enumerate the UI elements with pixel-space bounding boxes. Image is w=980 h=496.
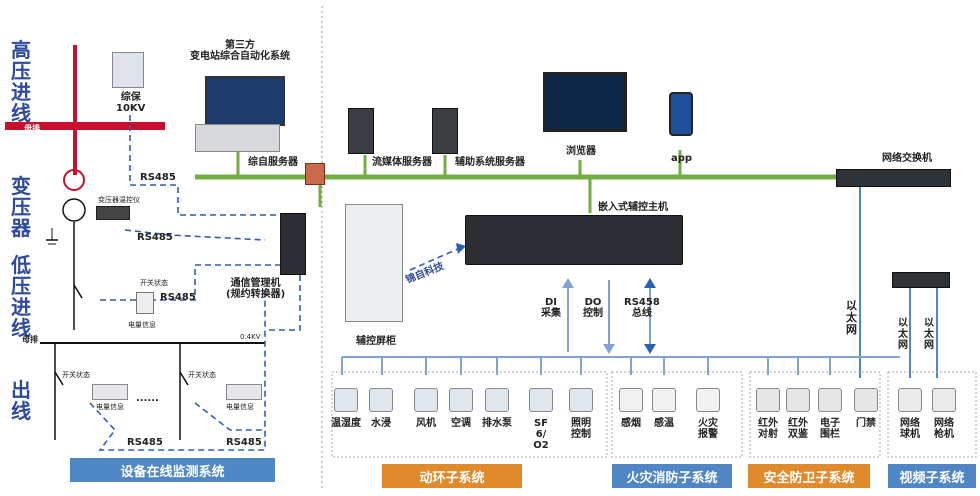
meter-icon-2 <box>92 384 128 400</box>
video-device-icon <box>932 388 956 412</box>
ethernet-label: 以 太 网 <box>846 299 857 337</box>
network-switch-label: 网络交换机 <box>882 153 932 164</box>
security-device-label: 红外 双鉴 <box>788 418 808 440</box>
ethernet-label-2: 以 太 网 <box>898 318 908 351</box>
power-info-2: 电量信息 <box>96 403 124 411</box>
security-device-icon <box>818 388 842 412</box>
env-device-label: 水浸 <box>371 418 391 429</box>
env-device-icon <box>529 388 553 412</box>
env-device-label: 照明 控制 <box>571 418 591 440</box>
monitoring-system-banner: 设备在线监测系统 <box>70 458 275 482</box>
hv-busbar <box>5 122 165 130</box>
comm-manager-icon <box>280 213 306 275</box>
rs485-label-3: RS485 <box>160 292 196 303</box>
fire-banner: 火灾消防子系统 <box>612 464 732 488</box>
lv-in-title: 低压进线 <box>11 253 31 340</box>
rs485-label-5: RS485 <box>226 437 262 448</box>
security-device-label: 红外 对射 <box>758 418 778 440</box>
poe-switch-icon <box>892 272 950 288</box>
monitor-icon <box>205 76 285 126</box>
video-device-icon <box>898 388 922 412</box>
aux-server-label: 辅助系统服务器 <box>455 157 525 168</box>
env-device-label: 空调 <box>451 418 471 429</box>
lv-busbar-label: 母排 <box>22 335 38 344</box>
third-party-label: 第三方 变电站综合自动化系统 <box>190 40 290 62</box>
app-label: app <box>671 153 693 164</box>
env-device-label: 温湿度 <box>331 418 361 429</box>
outgoing-title: 出线 <box>11 378 31 423</box>
power-info-1: 电量信息 <box>128 321 156 329</box>
security-device-label: 电子 围栏 <box>820 418 840 440</box>
hv-in-title: 高压进线 <box>11 38 31 125</box>
env-device-icon <box>334 388 358 412</box>
di-label: DI 采集 <box>541 297 561 319</box>
fire-device-label: 感烟 <box>621 418 641 429</box>
video-device-label: 网络 枪机 <box>934 418 954 440</box>
streaming-server-icon <box>348 108 374 154</box>
env-device-label: 排水泵 <box>482 418 512 429</box>
switch-state-3: 开关状态 <box>188 371 216 379</box>
cabinet-icon <box>345 204 403 322</box>
aux-server-icon <box>432 108 458 154</box>
comm-manager-label: 通信管理机 (规约转换器) <box>226 278 286 300</box>
meter-icon <box>136 292 154 314</box>
env-device-label: 风机 <box>416 418 436 429</box>
ellipsis: ...... <box>136 393 159 404</box>
hv-busbar-label: 母排 <box>24 124 40 133</box>
phone-icon <box>669 92 693 136</box>
do-label: DO 控制 <box>583 297 603 319</box>
temp-ctrl-label: 变压器温控仪 <box>98 196 140 204</box>
fire-device-icon <box>652 388 676 412</box>
relay-device-icon <box>112 52 144 88</box>
rs485-label-4: RS485 <box>127 437 163 448</box>
env-device-icon <box>485 388 509 412</box>
power-info-3: 电量信息 <box>226 403 254 411</box>
fire-device-label: 感温 <box>654 418 674 429</box>
security-device-icon <box>756 388 780 412</box>
rs458-label: RS458 总线 <box>624 297 660 319</box>
temp-ctrl-device-icon <box>96 206 130 220</box>
server-chassis-icon <box>195 124 280 152</box>
firewall-icon <box>305 163 325 185</box>
fire-device-icon <box>696 388 720 412</box>
rs485-label-2: RS485 <box>137 232 173 243</box>
security-device-label: 门禁 <box>856 418 876 429</box>
env-device-label: SF 6/ O2 <box>533 418 549 451</box>
env-device-icon <box>449 388 473 412</box>
switch-state-1: 开关状态 <box>140 279 168 287</box>
env-banner: 动环子系统 <box>382 464 522 488</box>
video-device-label: 网络 球机 <box>900 418 920 440</box>
browser-label: 浏览器 <box>566 146 596 157</box>
relay-label: 综保 10KV <box>116 92 146 114</box>
fire-device-icon <box>619 388 643 412</box>
ethernet-label-3: 以 太 网 <box>924 318 934 351</box>
env-device-icon <box>369 388 393 412</box>
transformer-title: 变压器 <box>11 174 31 240</box>
aux-host-icon <box>465 215 683 265</box>
switch-state-2: 开关状态 <box>62 371 90 379</box>
rs485-label-1: RS485 <box>140 172 176 183</box>
host-label: 嵌入式辅控主机 <box>598 202 668 213</box>
fire-device-label: 火灾 报警 <box>698 418 718 440</box>
env-device-icon <box>414 388 438 412</box>
network-switch-icon <box>836 169 951 187</box>
video-banner: 视频子系统 <box>888 464 976 488</box>
security-device-icon <box>854 388 878 412</box>
meter-icon-3 <box>226 384 262 400</box>
env-device-icon <box>569 388 593 412</box>
security-device-icon <box>786 388 810 412</box>
browser-monitor-icon <box>543 72 627 132</box>
cabinet-label: 辅控屏柜 <box>356 336 396 347</box>
transformer-coil <box>63 169 85 191</box>
security-banner: 安全防卫子系统 <box>748 464 870 488</box>
integrated-server-label: 综自服务器 <box>248 157 298 168</box>
streaming-server-label: 流媒体服务器 <box>372 157 432 168</box>
voltage-label: 0.4KV <box>240 333 261 341</box>
